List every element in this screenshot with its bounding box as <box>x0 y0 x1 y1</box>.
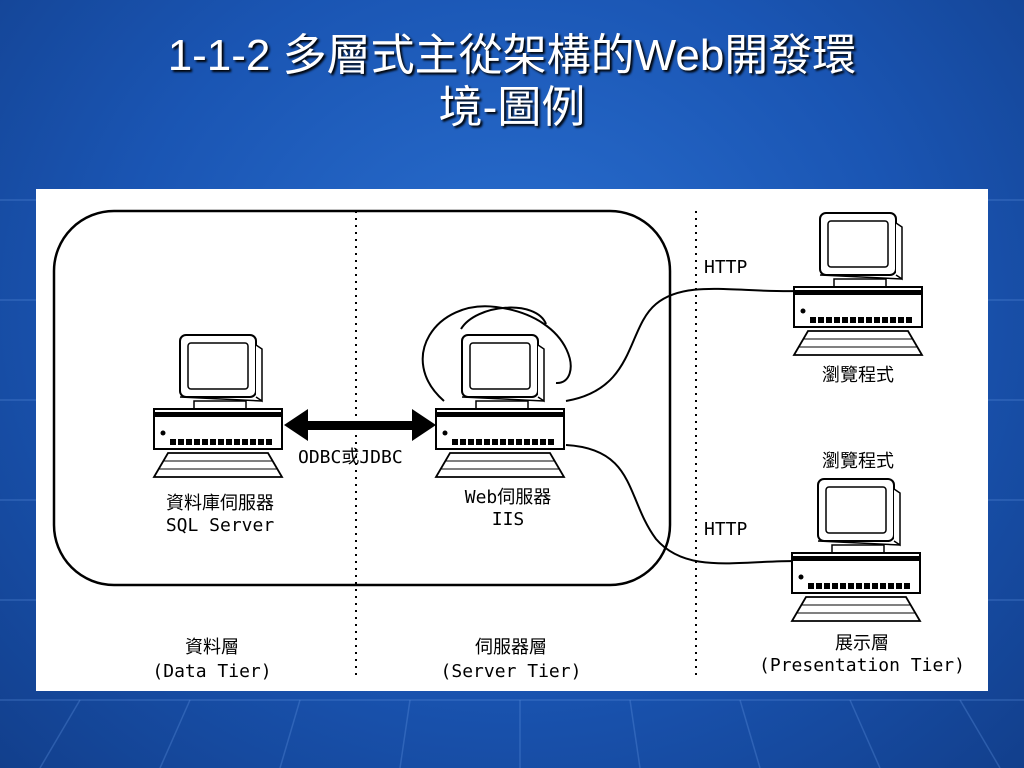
database-server-computer <box>153 334 283 478</box>
database-server-product: SQL Server <box>165 515 275 536</box>
tier-data-english: (Data Tier) <box>152 661 272 682</box>
http-link-bottom <box>565 444 797 565</box>
tier-server-english: (Server Tier) <box>440 661 582 682</box>
odbc-jdbc-arrow <box>284 409 436 441</box>
http-top-label: HTTP <box>704 257 748 278</box>
http-link-top <box>565 287 802 402</box>
network-loop-inner <box>460 306 547 330</box>
tier-server-name: 伺服器層 <box>475 637 547 658</box>
web-server-name: Web伺服器 <box>464 487 552 508</box>
web-server-product: IIS <box>491 509 525 530</box>
title-line-1: 1-1-2 多層式主從架構的Web開發環 <box>167 31 857 80</box>
db-link-label: ODBC或JDBC <box>298 447 403 468</box>
tier-data-name: 資料層 <box>185 637 239 658</box>
browser-bottom-label: 瀏覽程式 <box>822 451 894 472</box>
http-bottom-label: HTTP <box>704 519 748 540</box>
slide-title: 1-1-2 多層式主從架構的Web開發環 境-圖例 <box>40 30 984 134</box>
diagram-drawing <box>52 209 923 679</box>
title-line-2: 境-圖例 <box>438 83 586 132</box>
tier-presentation-name: 展示層 <box>835 633 889 654</box>
architecture-diagram: ODBC或JDBC HTTP HTTP 資料庫伺服器 SQL Server We… <box>36 189 988 691</box>
tier-presentation-english: (Presentation Tier) <box>759 655 965 676</box>
browser-computer-bottom <box>791 478 921 622</box>
database-server-name: 資料庫伺服器 <box>166 493 274 514</box>
browser-computer-top <box>793 212 923 356</box>
network-loop <box>421 305 572 402</box>
browser-top-label: 瀏覽程式 <box>822 365 894 386</box>
internal-network-boundary <box>52 209 672 587</box>
web-server-computer <box>435 334 565 478</box>
